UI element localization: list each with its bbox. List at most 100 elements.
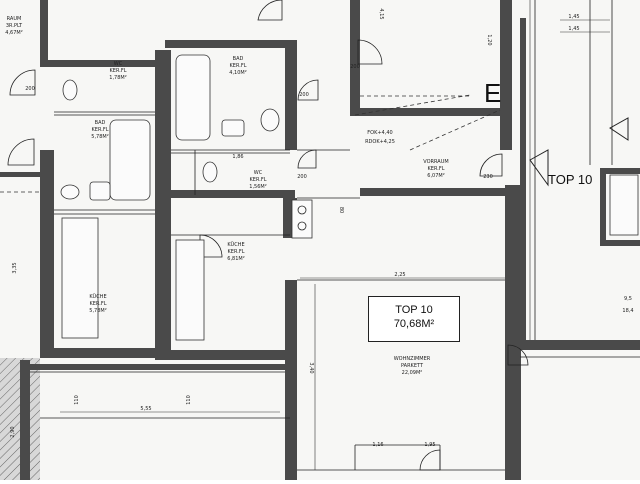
- dim-230: 230: [483, 174, 493, 180]
- door-top-bad: [257, 0, 283, 21]
- toilet-bad-icon: [260, 108, 280, 132]
- dim-200b: 200: [350, 64, 360, 70]
- room-bad-area: 4,10M²: [229, 70, 246, 76]
- wall-left-upper: [40, 0, 48, 60]
- room-kitchen2-area: 6,81M²: [227, 256, 244, 262]
- arrow-right-icon: [609, 117, 629, 141]
- wall-stair-bottom: [600, 240, 640, 246]
- room-kitchen-area: 5,78M²: [89, 308, 106, 314]
- door-bad-left: [7, 138, 35, 166]
- section-letter: E: [484, 78, 502, 108]
- bathtub-2-icon: [109, 119, 151, 201]
- room-vorraum-name: VORRAUM: [423, 159, 448, 165]
- room-vorraum-floor: KER.FL: [428, 166, 445, 172]
- wall-top-bathrooms: [40, 60, 165, 67]
- wall-balcony-left: [20, 360, 30, 480]
- dim-200a: 200: [25, 86, 35, 92]
- dim-110b: 110: [186, 395, 192, 405]
- room-raum-name: RAUM: [7, 16, 22, 22]
- dim-200d: 200: [297, 174, 307, 180]
- dim-184: 18,4: [622, 308, 633, 314]
- room-bad2-floor: KER.FL: [92, 127, 109, 133]
- level-fok: FOK+4,40: [367, 130, 392, 136]
- wall-living-left: [285, 280, 297, 480]
- dim-116: 1,16: [372, 442, 383, 448]
- room-living-floor: PARKETT: [401, 363, 424, 369]
- door-wc: [297, 149, 317, 169]
- wall-balcony-top: [25, 364, 290, 370]
- wall-bottom-kitchen: [40, 348, 168, 358]
- dim-340: 3,40: [308, 362, 314, 373]
- dim-110a: 110: [74, 395, 80, 405]
- door-raum: [9, 69, 36, 96]
- toilet-wc-icon: [62, 79, 78, 101]
- room-kitchen-floor: KER.FL: [90, 301, 107, 307]
- sink-bad2-icon: [60, 184, 80, 200]
- room-vorraum-area: 6,07M²: [427, 173, 444, 179]
- dim-120: 1,20: [486, 34, 492, 45]
- room-wc2-area: 1,56M²: [249, 184, 266, 190]
- dim-335: 3,35: [12, 262, 18, 273]
- room-raum-floor: 3R.PLT: [6, 23, 23, 29]
- dim-186: 1,86: [232, 154, 243, 160]
- dim-95: 9,5: [624, 296, 632, 302]
- kitchen-counter2-icon: [175, 239, 205, 341]
- wall-living-right: [505, 185, 521, 480]
- room-kitchen-name: KÜCHE: [89, 293, 106, 300]
- room-bad2-area: 5,78M²: [91, 134, 108, 140]
- room-living-name: WOHNZIMMER: [394, 356, 431, 362]
- wall-left-lower: [40, 205, 54, 355]
- room-living-area: 22,09M²: [402, 370, 423, 376]
- room-kitchen2-floor: KER.FL: [228, 249, 245, 255]
- room-wc-area: 1,78M²: [109, 75, 126, 81]
- doors: [7, 0, 529, 471]
- door-vorraum: [479, 153, 503, 177]
- dim-415: 4,15: [378, 8, 384, 19]
- dim-555: 5,55: [140, 406, 151, 412]
- wall-left-stub: [0, 172, 40, 177]
- interior-lines: [0, 0, 640, 471]
- room-bad-floor: KER.FL: [230, 63, 247, 69]
- level-rdok: RDOK+4,25: [365, 139, 395, 145]
- bathtub-icon: [175, 54, 211, 141]
- room-wc2-floor: KER.FL: [250, 177, 267, 183]
- room-labels: RAUM 3R.PLT 4,67M² WC KER.FL 1,78M² BAD …: [5, 16, 448, 376]
- kitchen-counter-icon: [61, 217, 99, 339]
- door-living-bottom: [419, 449, 441, 471]
- wall-bad-right: [285, 40, 297, 150]
- dim-290: 2,90: [10, 426, 16, 437]
- door-bad: [297, 79, 319, 101]
- door-top-room: [357, 39, 383, 65]
- room-wc-floor: KER.FL: [110, 68, 127, 74]
- stove-icon: [291, 199, 313, 239]
- wall-living-top: [360, 188, 510, 196]
- unit-label-area: 70,68M²: [393, 318, 435, 330]
- room-wc2-name: WC: [254, 170, 263, 176]
- wall-top-bad: [165, 40, 295, 48]
- wall-corridor: [520, 18, 526, 340]
- dim-200c: 200: [299, 92, 309, 98]
- neighbor-unit-label: TOP 10: [548, 172, 593, 187]
- stair-icon: [609, 174, 639, 236]
- wall-right-bottom: [520, 340, 640, 350]
- door-living-right: [507, 344, 529, 366]
- toilet-wc2-icon: [202, 161, 218, 183]
- toilet-bad2-icon: [89, 181, 111, 201]
- wall-stair-top: [600, 168, 640, 174]
- wall-top-room-right: [500, 0, 512, 150]
- room-bad2-name: BAD: [95, 120, 106, 126]
- fixtures: [60, 54, 639, 341]
- arrow-icon: [529, 149, 549, 187]
- dimension-labels: 4,15 1,45 1,45 1,20 2,25 3,35 3,40 5,55 …: [10, 8, 634, 448]
- dim-225: 2,25: [394, 272, 405, 278]
- door-kitchen: [199, 234, 223, 258]
- dim-145b: 1,45: [568, 26, 579, 32]
- dim-145a: 1,45: [568, 14, 579, 20]
- dim-080: 80: [338, 207, 344, 213]
- unit-label-box: TOP 10 70,68M²: [368, 296, 460, 342]
- wall-stair-left: [600, 168, 606, 243]
- wall-left-mid: [40, 150, 54, 205]
